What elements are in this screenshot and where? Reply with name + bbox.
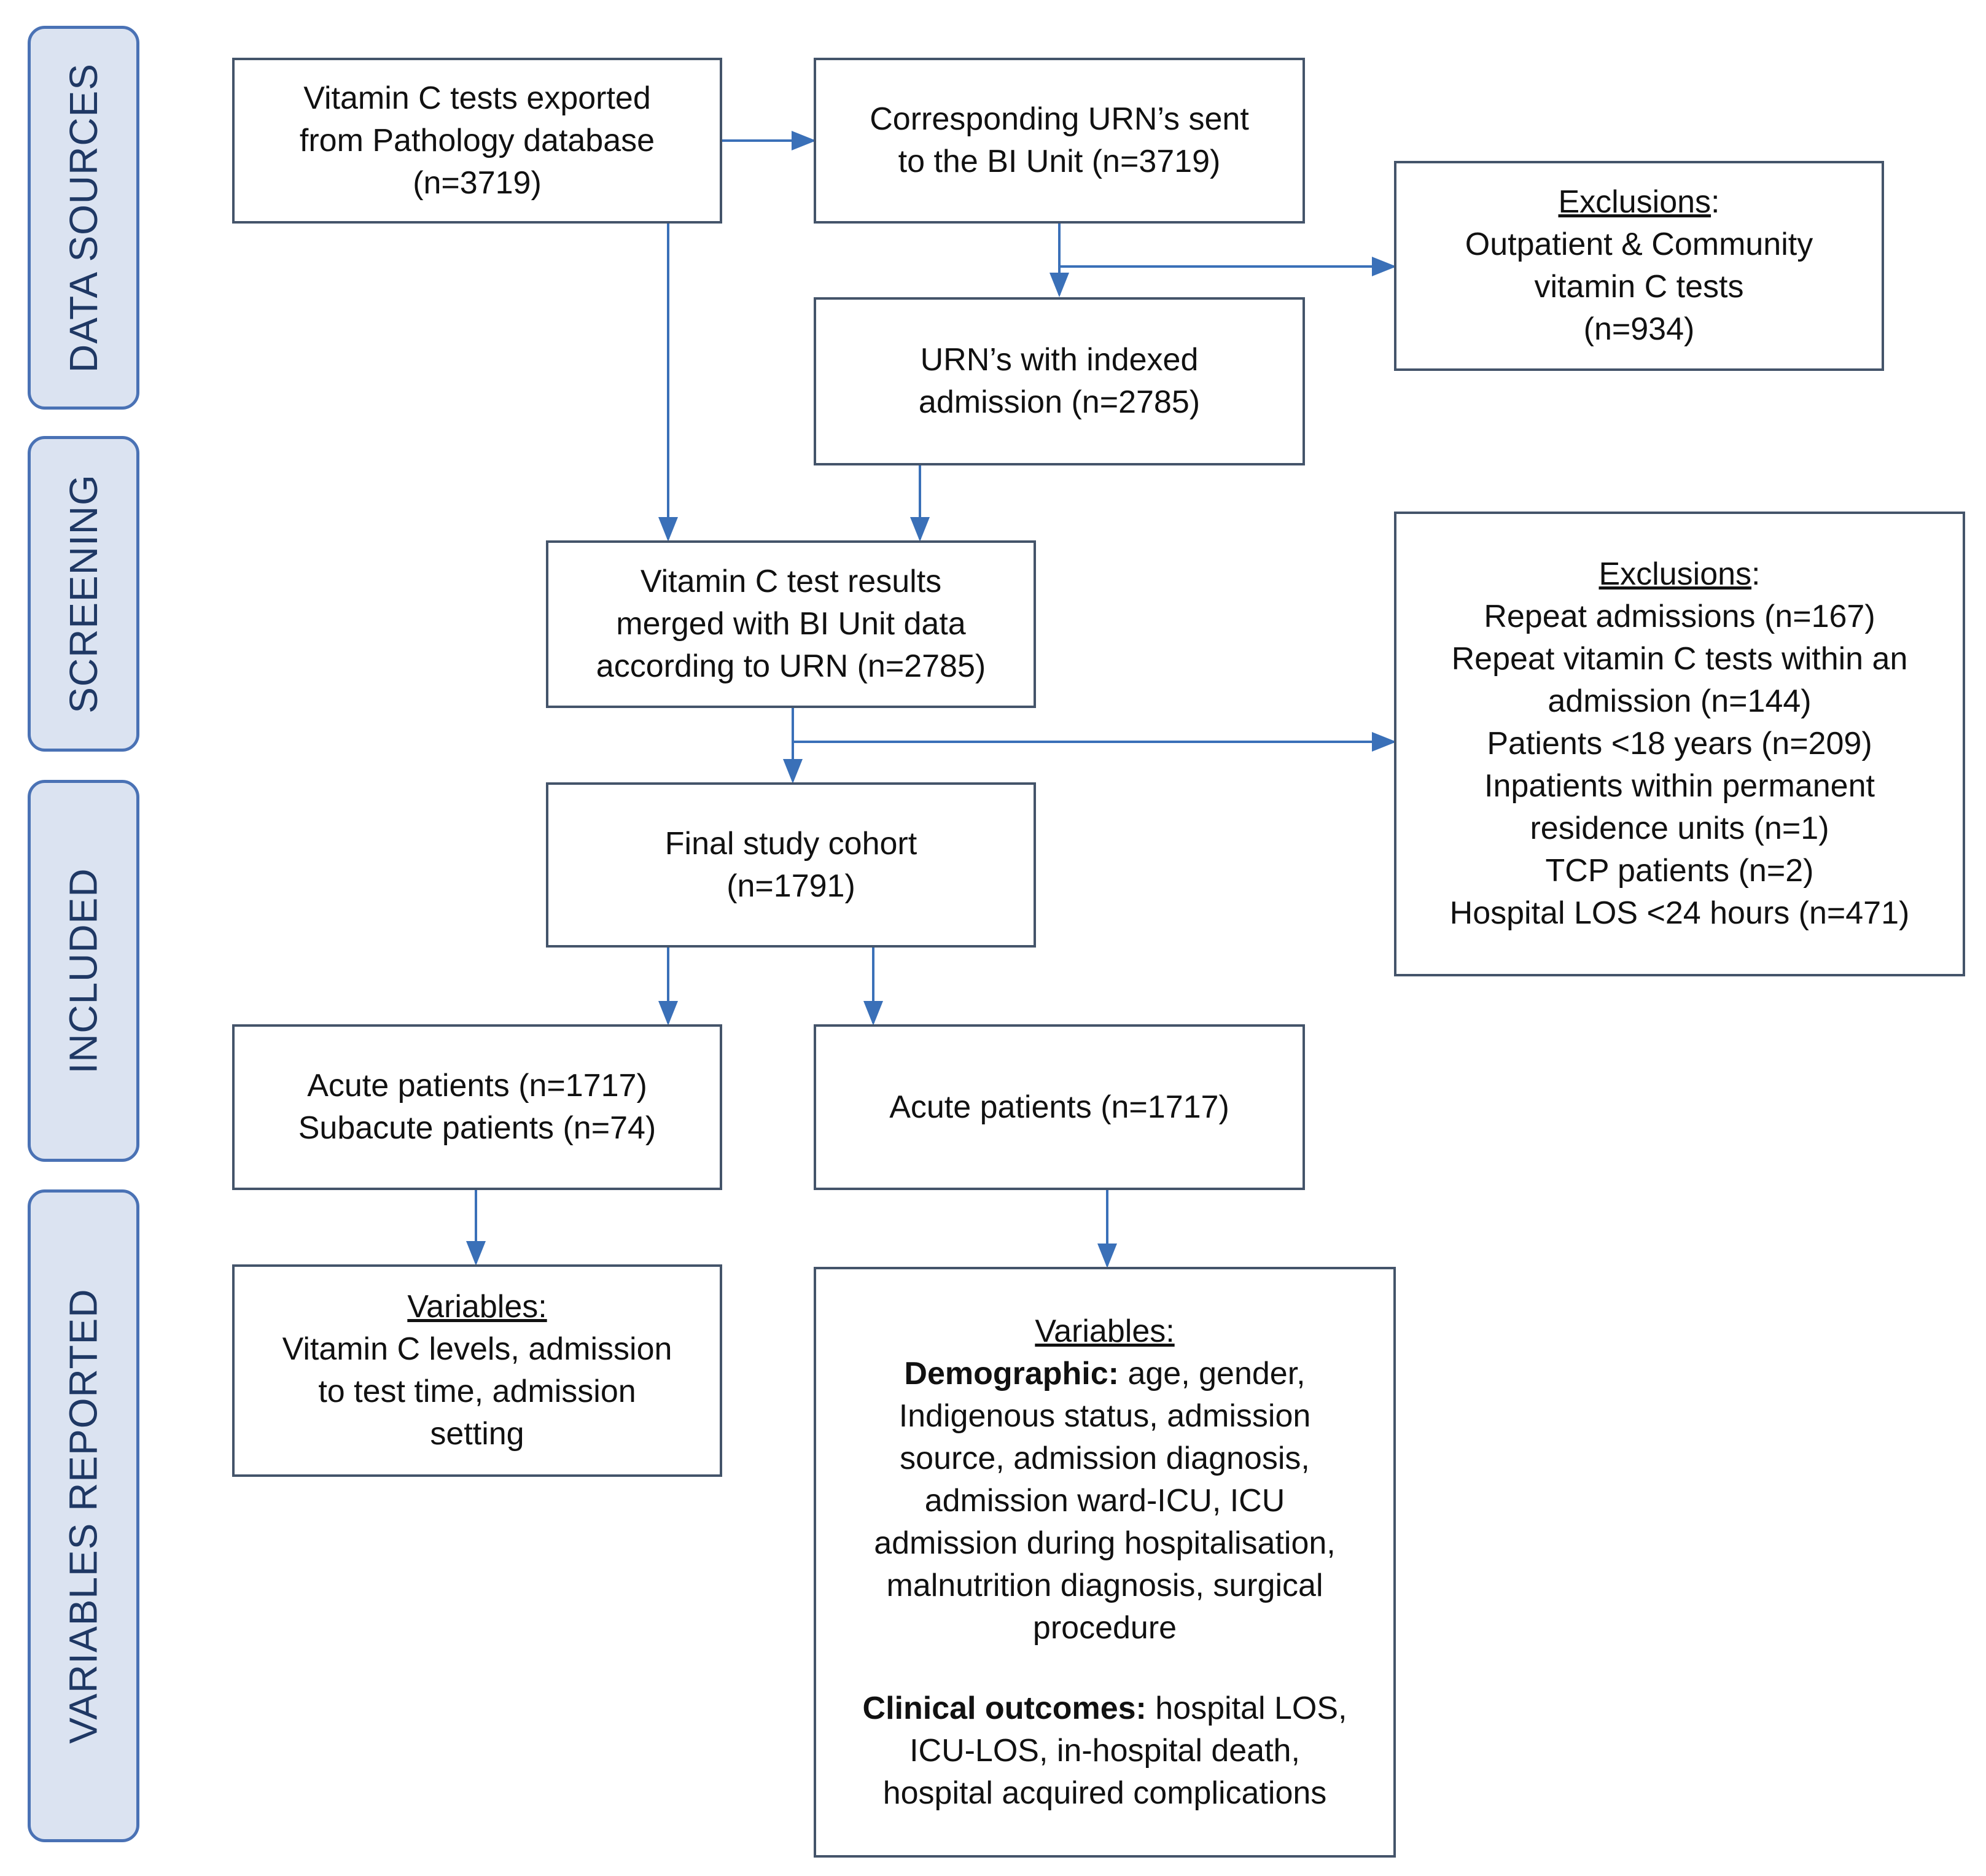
box-text: from Pathology database xyxy=(299,122,655,158)
box-heading: Exclusions: xyxy=(1599,553,1760,596)
box-text: merged with BI Unit data xyxy=(616,606,966,642)
box-text: to test time, admission xyxy=(318,1374,636,1409)
box-text: Subacute patients (n=74) xyxy=(298,1110,656,1146)
box-urn-indexed: URN’s with indexed admission (n=2785) xyxy=(814,297,1305,465)
stage-included: INCLUDED xyxy=(28,780,139,1162)
box-pathology-export: Vitamin C tests exported from Pathology … xyxy=(232,58,722,224)
clinical-line: Clinical outcomes: hospital LOS, xyxy=(863,1687,1347,1730)
exclusion-item: Inpatients within permanent xyxy=(1484,768,1875,804)
exclusion-item: Repeat admissions (n=167) xyxy=(1484,599,1875,634)
box-text: setting xyxy=(430,1416,524,1452)
exclusion-item: Hospital LOS <24 hours (n=471) xyxy=(1449,895,1910,931)
box-text: (n=934) xyxy=(1583,311,1695,347)
exclusion-item: admission (n=144) xyxy=(1548,683,1812,719)
exclusion-item: TCP patients (n=2) xyxy=(1545,853,1814,889)
box-text: admission during hospitalisation, xyxy=(874,1525,1336,1561)
box-text: URN’s with indexed xyxy=(920,342,1199,378)
box-text: Outpatient & Community xyxy=(1465,227,1813,262)
box-text: source, admission diagnosis, xyxy=(900,1440,1310,1476)
stage-screening: SCREENING xyxy=(28,436,139,752)
box-variables-left: Variables: Vitamin C levels, admission t… xyxy=(232,1264,722,1477)
stage-data-sources: DATA SOURCES xyxy=(28,26,139,410)
box-text: Acute patients (n=1717) xyxy=(889,1089,1229,1125)
box-text: Final study cohort xyxy=(664,825,917,862)
box-text: ICU-LOS, in-hospital death, xyxy=(909,1732,1300,1769)
box-text: Acute patients (n=1717) xyxy=(307,1068,647,1103)
box-merged: Vitamin C test results merged with BI Un… xyxy=(546,540,1036,708)
box-text: to the BI Unit (n=3719) xyxy=(898,144,1221,179)
box-final-cohort: Final study cohort (n=1791) xyxy=(546,782,1036,948)
box-text: Indigenous status, admission xyxy=(898,1398,1311,1434)
variables-heading: Variables: xyxy=(1035,1313,1175,1349)
variables-heading: Variables: xyxy=(407,1289,547,1325)
stage-label: SCREENING xyxy=(61,474,106,714)
box-text: admission ward-ICU, ICU xyxy=(924,1482,1285,1519)
box-text: malnutrition diagnosis, surgical xyxy=(886,1567,1323,1603)
stage-label: DATA SOURCES xyxy=(61,63,106,373)
stage-variables-reported: VARIABLES REPORTED xyxy=(28,1189,139,1842)
clinical-label: Clinical outcomes: xyxy=(862,1690,1147,1726)
clinical-first: hospital LOS, xyxy=(1146,1690,1347,1726)
box-text: admission (n=2785) xyxy=(918,384,1201,420)
box-text: Vitamin C levels, admission xyxy=(282,1331,672,1367)
exclusion-item: Patients <18 years (n=209) xyxy=(1487,726,1872,761)
heading-colon: : xyxy=(1711,184,1720,220)
box-acute-subacute: Acute patients (n=1717) Subacute patient… xyxy=(232,1024,722,1190)
box-text: hospital acquired complications xyxy=(882,1775,1327,1811)
box-text: (n=3719) xyxy=(413,165,542,201)
exclusions-heading: Exclusions xyxy=(1599,556,1752,592)
demographic-first: age, gender, xyxy=(1119,1355,1306,1391)
demographic-label: Demographic: xyxy=(904,1355,1119,1391)
box-text: according to URN (n=2785) xyxy=(596,648,986,684)
box-acute-only: Acute patients (n=1717) xyxy=(814,1024,1305,1190)
stage-label: INCLUDED xyxy=(61,868,106,1074)
box-text: vitamin C tests xyxy=(1534,269,1744,305)
exclusion-item: residence units (n=1) xyxy=(1530,811,1829,846)
box-variables-right: Variables: Demographic: age, gender, Ind… xyxy=(814,1267,1396,1858)
box-text: Vitamin C test results xyxy=(640,564,942,599)
box-exclusions-outpatient: Exclusions: Outpatient & Community vitam… xyxy=(1394,161,1884,371)
box-urn-sent: Corresponding URN’s sent to the BI Unit … xyxy=(814,58,1305,224)
exclusion-item: Repeat vitamin C tests within an xyxy=(1451,641,1908,677)
box-text: Vitamin C tests exported xyxy=(303,80,651,116)
heading-colon: : xyxy=(1751,556,1761,592)
box-text: (n=1791) xyxy=(726,868,855,904)
box-text: procedure xyxy=(1032,1609,1177,1646)
stage-label: VARIABLES REPORTED xyxy=(61,1288,106,1744)
demographic-line: Demographic: age, gender, xyxy=(904,1353,1305,1395)
box-text: Corresponding URN’s sent xyxy=(870,101,1249,137)
box-exclusions-screening: Exclusions: Repeat admissions (n=167) Re… xyxy=(1394,512,1965,976)
exclusions-heading: Exclusions xyxy=(1558,184,1711,220)
box-heading: Exclusions: xyxy=(1558,181,1719,224)
